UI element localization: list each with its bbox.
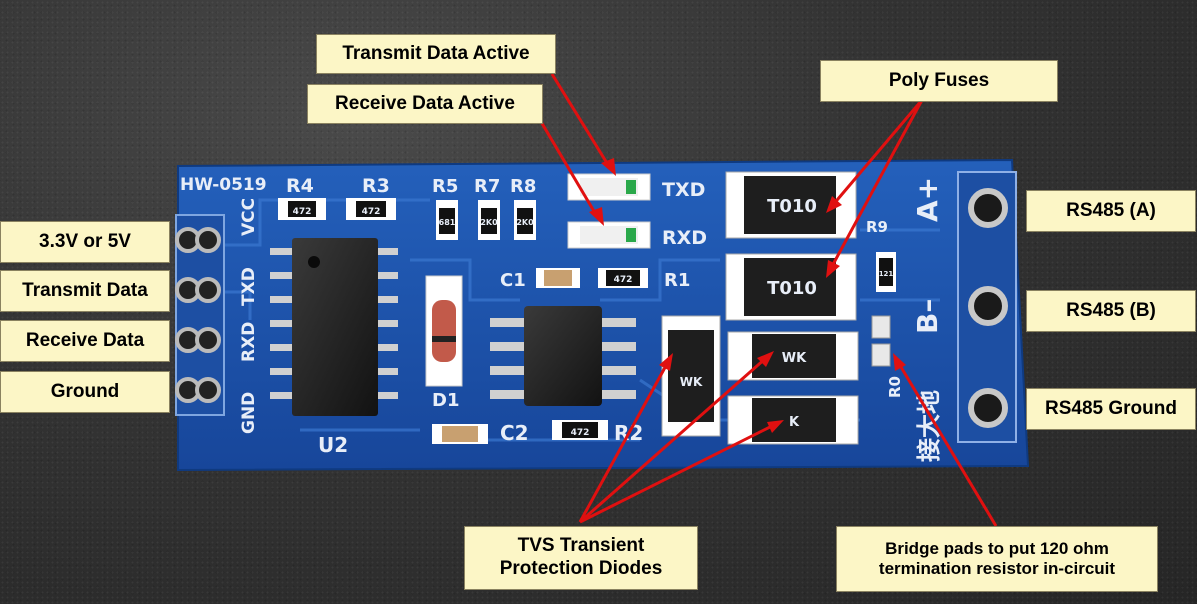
led-txd [567, 173, 651, 201]
svg-text:472: 472 [614, 275, 633, 285]
arrow-transmit-active [550, 73, 612, 169]
svg-text:2K0: 2K0 [480, 218, 498, 227]
svg-text:R3: R3 [362, 175, 390, 197]
resistors-top: 472 472 681 2K0 2K0 472 472 121 [278, 198, 896, 444]
svg-text:472: 472 [571, 428, 590, 438]
svg-text:472: 472 [362, 207, 381, 217]
tvs-diode-1: WK [661, 315, 721, 437]
svg-text:RXD: RXD [239, 322, 259, 362]
svg-text:TXD: TXD [239, 267, 259, 306]
arrowhead-tvs-2 [757, 351, 774, 367]
arrowhead-bridge [893, 353, 906, 371]
svg-text:R0: R0 [886, 376, 904, 398]
svg-text:B–: B– [911, 299, 944, 334]
svg-text:U2: U2 [318, 433, 348, 457]
svg-text:TXD: TXD [662, 179, 705, 201]
chip-8pin [490, 306, 636, 406]
svg-text:A+: A+ [911, 177, 944, 222]
svg-text:RXD: RXD [662, 227, 707, 249]
label-transmit-active: Transmit Data Active [316, 34, 556, 74]
svg-text:HW-0519: HW-0519 [180, 175, 267, 195]
tvs-diode-3: K [727, 395, 859, 445]
svg-text:R7: R7 [474, 176, 500, 197]
arrow-tvs-1 [578, 361, 670, 523]
arrow-fuse-2 [828, 99, 924, 271]
label-poly-fuses: Poly Fuses [820, 60, 1058, 102]
label-tvs-line2: Protection Diodes [499, 558, 663, 579]
led-rxd [567, 221, 651, 249]
label-receive-active: Receive Data Active [307, 84, 543, 124]
arrow-tvs-3 [579, 422, 777, 524]
header-pins-left [175, 214, 225, 416]
svg-text:C2: C2 [500, 421, 529, 445]
screw-terminal-right [957, 171, 1017, 443]
poly-fuse-1: T010 [725, 171, 857, 239]
arrowhead-tvs-1 [659, 353, 673, 371]
poly-fuse-2: T010 [725, 253, 857, 321]
svg-text:C1: C1 [500, 270, 526, 291]
arrow-bridge [896, 361, 998, 527]
arrowhead-receive-active [589, 207, 604, 226]
label-rs485-a: RS485 (A) [1026, 190, 1196, 232]
label-rs485-ground: RS485 Ground [1026, 388, 1196, 430]
svg-text:121: 121 [879, 270, 894, 278]
label-bridge-line2: termination resistor in-circuit [878, 559, 1116, 578]
arrowhead-transmit-active [601, 158, 616, 176]
arrowhead-tvs-3 [767, 420, 784, 433]
arrowhead-fuse-2 [826, 260, 840, 278]
svg-text:D1: D1 [432, 390, 459, 411]
svg-text:R5: R5 [432, 176, 458, 197]
bridge-pads [871, 315, 891, 367]
arrow-receive-active [538, 119, 600, 219]
silkscreen-labels: HW-0519 R4 R3 R5 R7 R8 C1 R1 D1 C2 R2 U2… [180, 175, 944, 462]
svg-text:R8: R8 [510, 176, 536, 197]
label-bridge-line1: Bridge pads to put 120 ohm [885, 538, 1109, 558]
arrowhead-fuse-1 [826, 196, 842, 213]
svg-text:R1: R1 [664, 270, 690, 291]
label-3v3-5v: 3.3V or 5V [0, 221, 170, 263]
arrow-tvs-2 [579, 356, 767, 524]
svg-text:K: K [789, 415, 800, 430]
callout-arrows [538, 73, 998, 527]
svg-text:2K0: 2K0 [516, 218, 534, 227]
arrow-fuse-1 [830, 99, 924, 207]
tvs-diode-2: WK [727, 331, 859, 381]
svg-text:472: 472 [293, 207, 312, 217]
label-bridge-pads: Bridge pads to put 120 ohm termination r… [836, 526, 1158, 592]
svg-text:WK: WK [680, 375, 703, 389]
label-tvs-line1: TVS Transient [517, 535, 645, 557]
svg-text:接大地: 接大地 [915, 390, 943, 462]
label-rs485-b: RS485 (B) [1026, 290, 1196, 332]
svg-text:GND: GND [239, 392, 259, 434]
label-tvs-diodes: TVS Transient Protection Diodes [464, 526, 698, 590]
label-transmit-data: Transmit Data [0, 270, 170, 312]
chip-u2 [270, 238, 398, 416]
label-ground: Ground [0, 371, 170, 413]
svg-text:T010: T010 [767, 278, 817, 299]
svg-text:WK: WK [782, 351, 807, 366]
diode-d1 [425, 275, 463, 387]
svg-text:R9: R9 [866, 218, 888, 236]
label-receive-data: Receive Data [0, 320, 170, 362]
svg-text:VCC: VCC [239, 198, 259, 236]
svg-text:681: 681 [439, 218, 456, 227]
svg-text:R4: R4 [286, 175, 314, 197]
svg-text:T010: T010 [767, 196, 817, 217]
